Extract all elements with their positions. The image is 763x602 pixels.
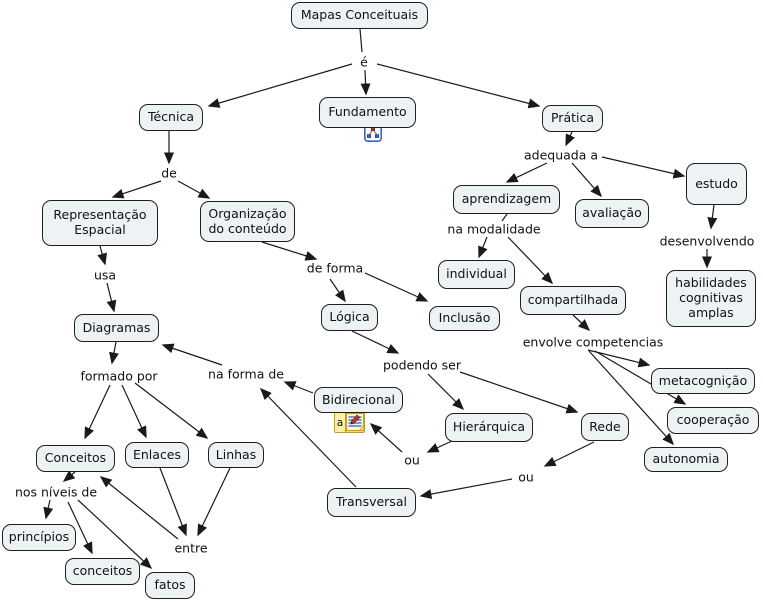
edge-podendo-ser-hierarquica xyxy=(427,373,465,411)
edge-na-forma-de-diagramas xyxy=(161,343,223,366)
edge-representacao-espacial-usa xyxy=(97,245,108,266)
edge-adequada-a-aprendizagem xyxy=(505,162,548,183)
edge-logica-podendo-ser xyxy=(351,330,400,354)
edge-formado-por-enlaces xyxy=(121,384,147,439)
linking-phrase-adequada-a[interactable]: adequada a xyxy=(523,147,599,163)
linked-cmap-icon[interactable] xyxy=(364,124,382,142)
edge-estudo-desenvolvendo xyxy=(707,204,718,230)
edge-diagramas-formado-por xyxy=(109,341,119,365)
edge-ou-2-transversal xyxy=(419,478,513,499)
edge-entre-conceitos xyxy=(99,476,179,540)
edge-pratica-adequada-a xyxy=(565,131,575,147)
edge-conceitos-nos-niveis-de xyxy=(62,470,76,482)
edge-rede-ou-2 xyxy=(543,441,595,467)
edge-mapas-conceituais-e xyxy=(359,28,363,53)
edge-nos-niveis-de-principios xyxy=(43,499,54,520)
edge-podendo-ser-rede xyxy=(459,371,579,414)
linking-phrase-podendo-ser[interactable]: podendo ser xyxy=(382,357,462,373)
linking-phrase-formado-por[interactable]: formado por xyxy=(80,368,158,384)
note-pencil-icon xyxy=(346,413,366,432)
edge-bidirecional-na-forma-de xyxy=(283,381,314,394)
concept-node-conceitos-2[interactable]: conceitos xyxy=(65,558,140,585)
concept-node-fundamento[interactable]: Fundamento xyxy=(319,97,416,128)
concept-node-transversal[interactable]: Transversal xyxy=(327,488,416,517)
concept-node-logica[interactable]: Lógica xyxy=(321,304,378,331)
annotation-label: a xyxy=(335,413,346,432)
concept-node-conceitos[interactable]: Conceitos xyxy=(36,445,115,472)
edge-organizacao-do-conteudo-de-forma xyxy=(261,241,318,261)
edge-envolve-competencias-metacognicao xyxy=(587,349,651,368)
linking-phrase-de[interactable]: de xyxy=(161,165,177,181)
concept-node-inclusao[interactable]: Inclusão xyxy=(429,306,500,331)
edge-formado-por-linhas xyxy=(134,382,209,439)
edge-de-organizacao-do-conteudo xyxy=(177,180,211,199)
concept-node-habilidades-cognitivas-amplas[interactable]: habilidades cognitivas amplas xyxy=(666,270,756,327)
concept-node-organizacao-do-conteudo[interactable]: Organização do conteúdo xyxy=(200,201,295,242)
edge-hierarquica-ou-1 xyxy=(426,440,453,453)
edge-de-forma-logica xyxy=(329,278,346,303)
linking-phrase-na-modalidade[interactable]: na modalidade xyxy=(447,221,541,237)
concept-node-representacao-espacial[interactable]: Representação Espacial xyxy=(42,200,158,246)
linking-phrase-nos-niveis-de[interactable]: nos níveis de xyxy=(14,484,98,500)
linking-phrase-ou-1[interactable]: ou xyxy=(404,452,420,468)
linked-cmap-glyph xyxy=(364,124,382,142)
linking-phrase-entre[interactable]: entre xyxy=(174,540,208,556)
annotation-icon[interactable]: a xyxy=(334,412,365,433)
concept-node-hierarquica[interactable]: Hierárquica xyxy=(445,413,533,442)
concept-node-estudo[interactable]: estudo xyxy=(686,163,747,205)
edge-e-fundamento xyxy=(360,69,371,96)
edge-enlaces-entre xyxy=(159,467,187,537)
edge-de-representacao-espacial xyxy=(111,180,162,199)
concept-node-fatos[interactable]: fatos xyxy=(145,572,195,599)
concept-node-tecnica[interactable]: Técnica xyxy=(139,104,203,131)
concept-node-diagramas[interactable]: Diagramas xyxy=(74,314,159,342)
edge-adequada-a-estudo xyxy=(601,156,686,179)
concept-node-avaliacao[interactable]: avaliação xyxy=(575,199,649,228)
concept-node-metacognicao[interactable]: metacognição xyxy=(651,368,755,394)
linking-phrase-usa[interactable]: usa xyxy=(93,267,117,283)
concept-node-principios[interactable]: princípios xyxy=(2,524,76,551)
concept-node-cooperacao[interactable]: cooperação xyxy=(667,407,759,434)
concept-node-autonomia[interactable]: autonomia xyxy=(644,447,728,472)
concept-node-mapas-conceituais[interactable]: Mapas Conceituais xyxy=(291,2,428,29)
edge-aprendizagem-na-modalidade xyxy=(501,213,508,222)
linking-phrase-de-forma[interactable]: de forma xyxy=(306,260,364,276)
linking-phrase-na-forma-de[interactable]: na forma de xyxy=(208,366,284,382)
edge-linhas-entre xyxy=(197,467,231,537)
concept-node-bidirecional[interactable]: Bidirecional xyxy=(314,387,403,413)
linking-phrase-envolve-competencias[interactable]: envolve competencias xyxy=(522,334,664,350)
linking-phrase-e[interactable]: é xyxy=(360,54,368,70)
concept-node-compartilhada[interactable]: compartilhada xyxy=(520,286,626,315)
concept-node-enlaces[interactable]: Enlaces xyxy=(125,442,189,468)
edge-compartilhada-envolve-competencias xyxy=(572,314,591,332)
linking-phrase-desenvolvendo[interactable]: desenvolvendo xyxy=(659,233,755,249)
edge-formado-por-conceitos xyxy=(84,384,111,440)
concept-node-pratica[interactable]: Prática xyxy=(542,105,603,132)
edge-de-forma-inclusao xyxy=(364,272,429,302)
edge-usa-diagramas xyxy=(106,282,117,313)
concept-node-rede[interactable]: Rede xyxy=(581,413,629,441)
concept-node-individual[interactable]: individual xyxy=(438,260,515,289)
concept-node-aprendizagem[interactable]: aprendizagem xyxy=(453,185,560,214)
concept-node-linhas[interactable]: Linhas xyxy=(208,442,264,468)
edge-adequada-a-avaliacao xyxy=(571,162,602,198)
edge-na-modalidade-individual xyxy=(478,236,488,259)
linking-phrase-ou-2[interactable]: ou xyxy=(518,469,534,485)
edge-ou-1-bidirecional xyxy=(369,422,403,453)
